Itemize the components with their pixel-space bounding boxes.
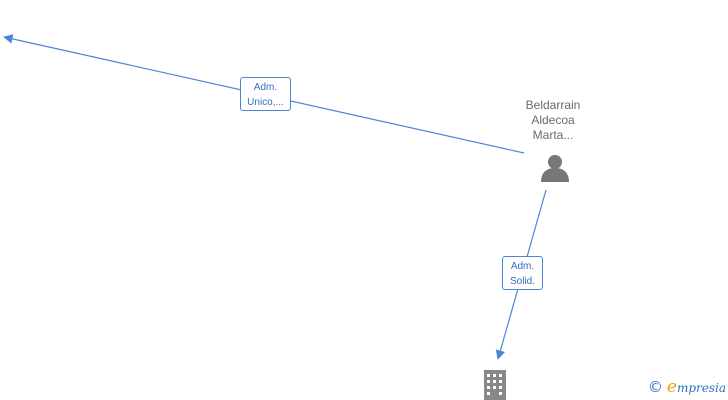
edge-label-adm-unico[interactable]: Adm. Unico,...	[240, 77, 291, 111]
person-name-label[interactable]: Beldarrain Aldecoa Marta...	[508, 98, 598, 143]
brand-rest: mpresia	[676, 381, 726, 395]
person-name-line-3: Marta...	[532, 128, 574, 142]
brand-first-letter: e	[666, 377, 677, 397]
edge-label-adm-solid[interactable]: Adm. Solid.	[502, 256, 543, 290]
building-icon[interactable]	[484, 370, 506, 400]
edge-label-line-2: Solid.	[509, 276, 535, 287]
brand-logo-text: empresia	[667, 377, 726, 397]
person-name-line-1: Beldarrain	[525, 98, 581, 112]
copyright-icon: ©	[647, 377, 663, 396]
edge-label-line-1: Adm.	[510, 261, 535, 272]
brand-watermark: © empresia	[648, 377, 726, 397]
person-icon[interactable]	[541, 155, 569, 182]
edge-label-line-2: Unico,...	[247, 97, 284, 108]
edge-label-line-1: Adm.	[253, 82, 278, 93]
person-name-line-2: Aldecoa	[531, 113, 575, 127]
